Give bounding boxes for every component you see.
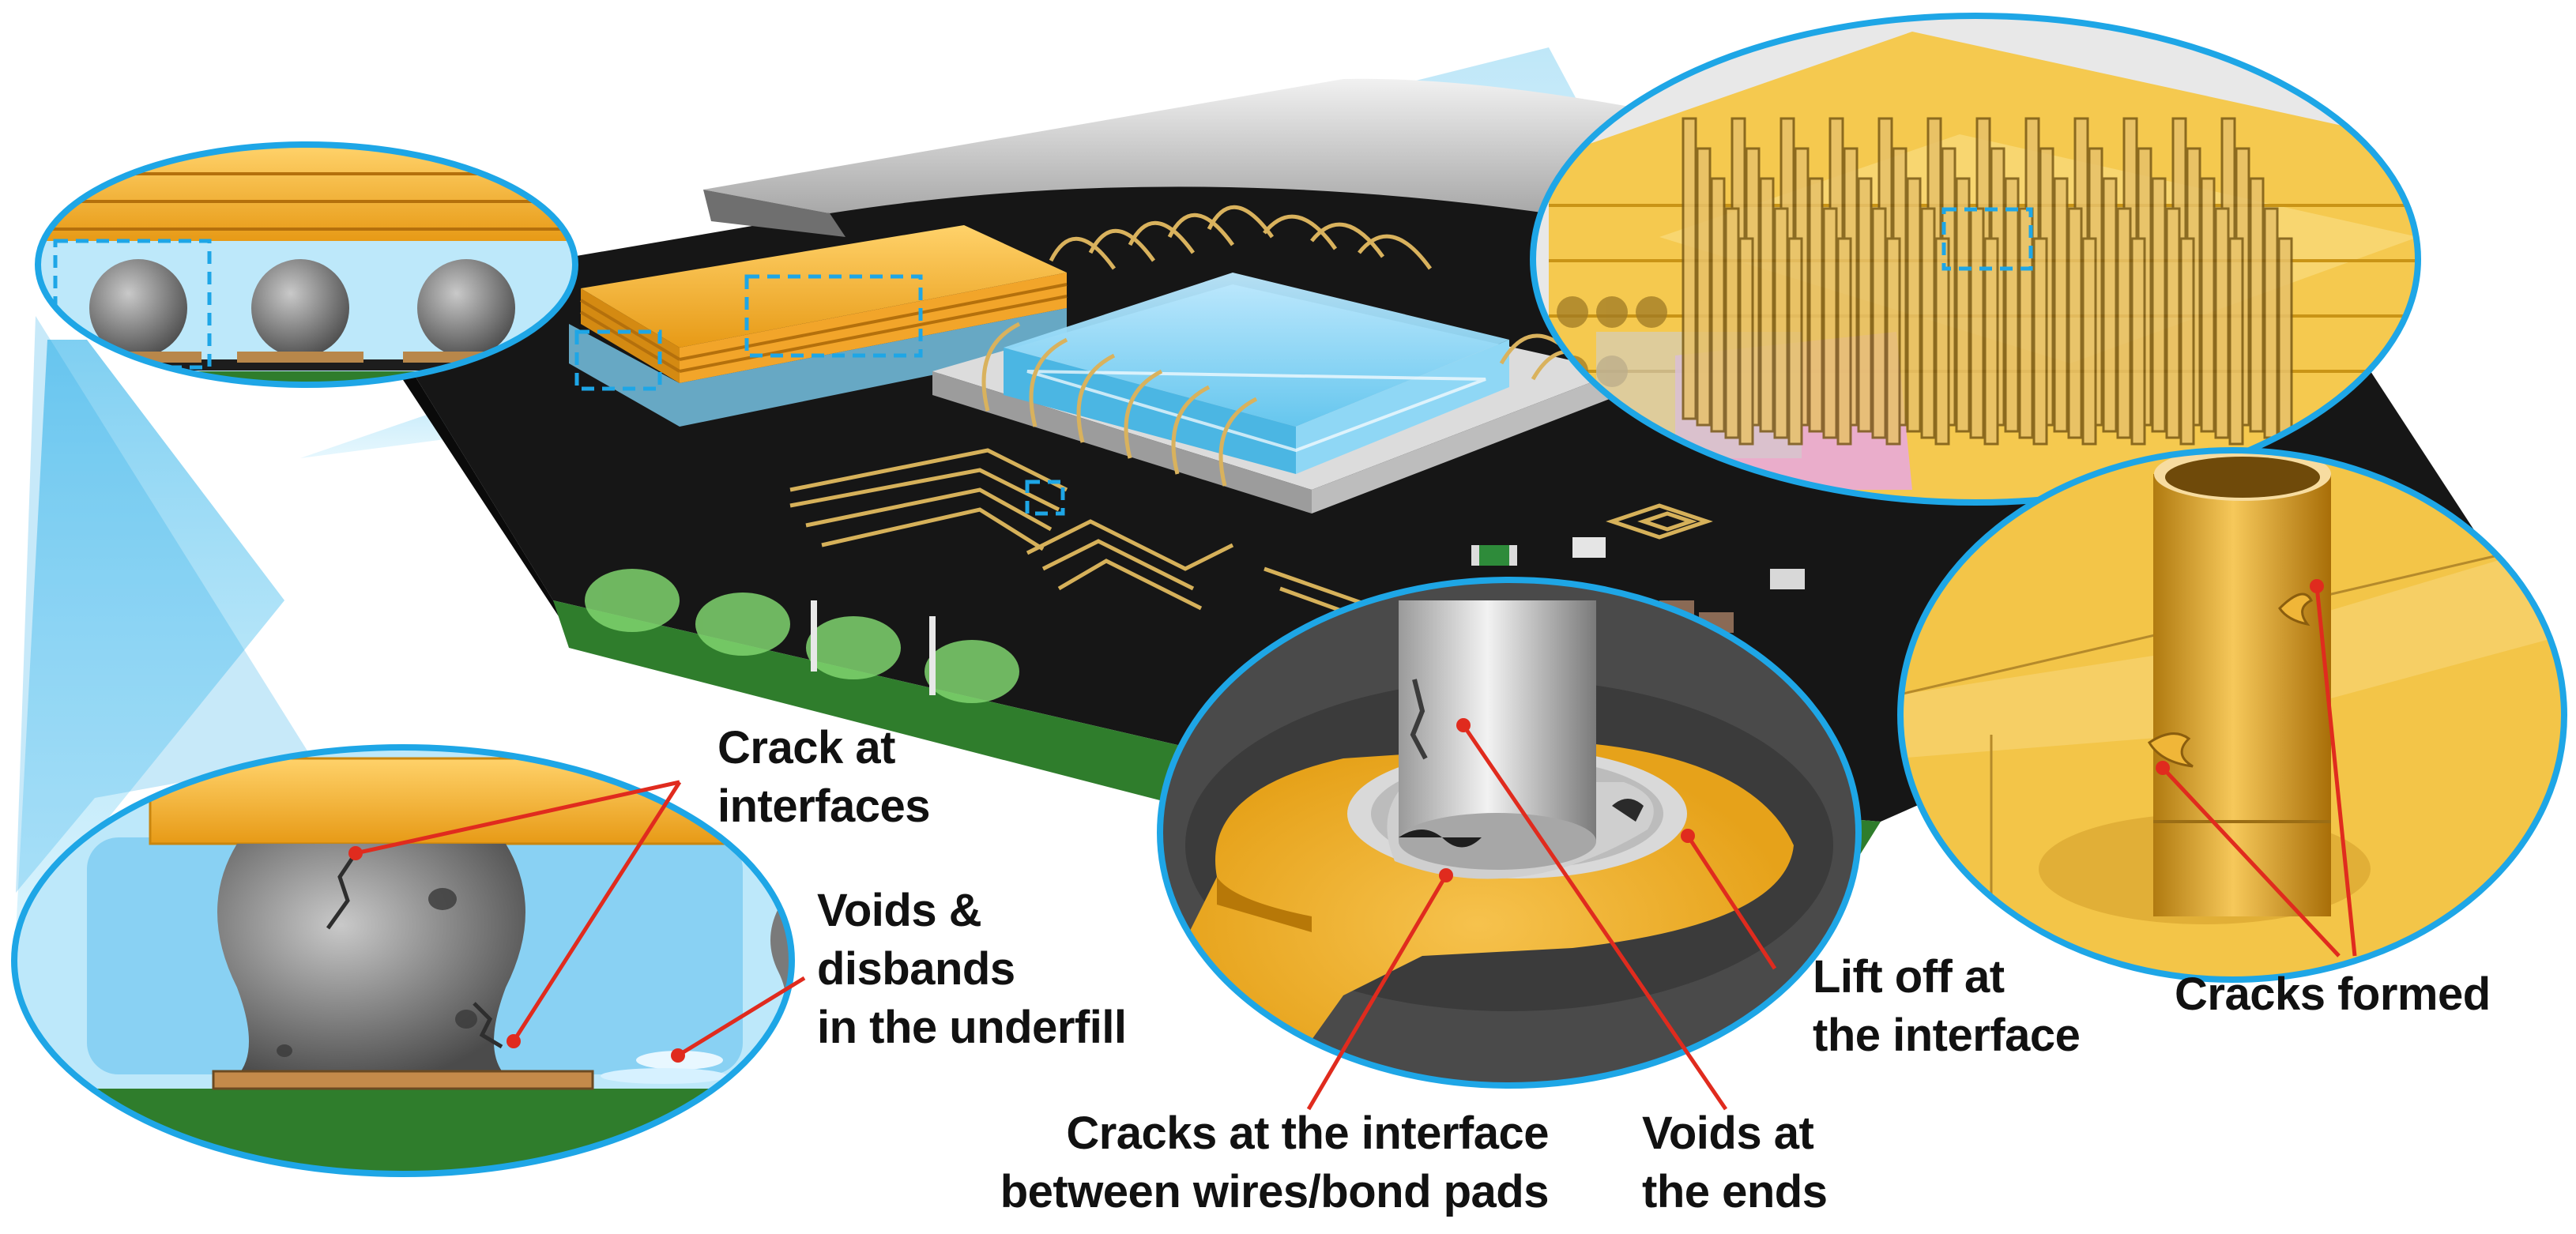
lens-via-cracks [1897,447,2567,983]
tsv-pillar [2277,237,2293,446]
tsv-pillar [2018,207,2034,439]
tsv-pillar [2116,207,2132,439]
tsv-pillar [1920,207,1936,439]
tsv-pillar [1724,207,1740,439]
tsv-pillar [2130,237,2146,446]
tsv-pillar [1710,177,1726,433]
tsv-pillar [2067,207,2083,439]
tsv-pillar [2004,177,2020,433]
tsv-pillar [1969,207,1985,439]
tsv-pillar [2053,177,2069,433]
tsv-pillar [1808,177,1824,433]
tsv-pillar [2249,177,2265,433]
tsv-pillar [1857,177,1873,433]
lens-wire-bond [1157,577,1862,1089]
bond-wires [981,205,1614,487]
tsv-pillar [1934,237,1950,446]
tsv-pillar [1787,237,1803,446]
tsv-pillar [1773,207,1789,439]
tsv-pillar [2102,177,2118,433]
tsv-pillar [1983,237,1999,446]
tsv-pillar [1871,207,1887,439]
tsv-pillar [1955,177,1971,433]
tsv-pillar [1906,177,1922,433]
lens-solder-joint [11,744,795,1177]
label-cracks-formed: Cracks formed [2175,969,2491,1020]
lens-tsv-stack [1530,13,2421,506]
label-voids-underfill: Voids & disbands in the underfill [817,885,1127,1053]
leader-lines [355,585,2357,1111]
lens-bga-overview [35,141,578,388]
tsv-pillar [1822,207,1838,439]
label-cracks-wire-bond-pads: Cracks at the interface between wires/bo… [1000,1108,1550,1217]
label-voids-at-ends: Voids at the ends [1642,1108,1828,1217]
label-lift-off: Lift off at the interface [1813,951,2081,1061]
tsv-pillar [1885,237,1901,446]
leader-dots [348,579,2324,1063]
tsv-pillar [2032,237,2048,446]
tsv-pillar [1682,117,1697,420]
tsv-pillar [2151,177,2167,433]
tsv-pillar [2228,237,2244,446]
tsv-pillar [2200,177,2216,433]
tsv-pillar [1759,177,1775,433]
tsv-pillar [1738,237,1754,446]
tsv-pillar [2214,207,2230,439]
tsv-pillar [1696,147,1712,427]
tsv-pillar [1836,237,1852,446]
tsv-pillar [2263,207,2279,439]
label-crack-at-interfaces: Crack at interfaces [717,722,931,832]
tsv-pillar [2179,237,2195,446]
tsv-pillar [2081,237,2097,446]
tsv-pillar [2165,207,2181,439]
